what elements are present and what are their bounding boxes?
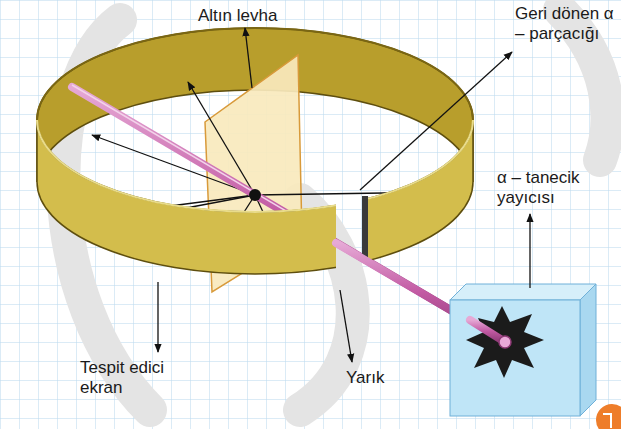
screen-front-wall (37, 120, 473, 274)
screen-front-rim (37, 120, 473, 212)
foil-label: Altın levha (198, 6, 318, 26)
leader-lines (158, 28, 530, 362)
slit-label: Yarık (346, 368, 426, 388)
backscatter-label: Geri dönen α – parçacığı (515, 4, 615, 44)
corner-icon (596, 404, 621, 429)
alpha-emitter (450, 284, 596, 416)
screen-label: Tespit edici ekran (80, 358, 188, 398)
emitter-label: α – tanecik yayıcısı (497, 168, 602, 208)
slit-edge (362, 196, 368, 262)
impact-point (249, 189, 261, 201)
